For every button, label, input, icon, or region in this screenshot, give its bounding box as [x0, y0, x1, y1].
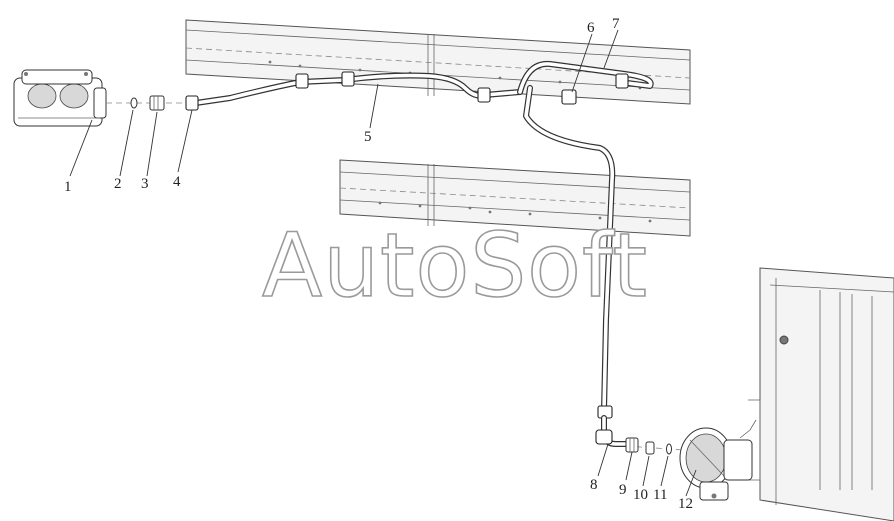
pipe-nut	[341, 71, 355, 87]
part-12-air-tank-valve	[679, 419, 757, 501]
watermark-text: AutoSoft	[262, 214, 648, 317]
callout-9: 9	[619, 482, 627, 498]
callout-2: 2	[114, 176, 122, 192]
part-1-valve-assembly	[13, 69, 107, 127]
part-4-nut	[185, 95, 199, 111]
leader-lines	[69, 29, 697, 497]
side-frame-panel	[748, 267, 894, 521]
part-9-connector	[625, 437, 639, 453]
pipe-nut	[295, 73, 309, 89]
pipe-fittings	[185, 71, 629, 419]
part-6-connector	[561, 89, 577, 105]
pipe-nut	[615, 73, 629, 89]
part-5-pipe-upper	[193, 72, 523, 106]
part-10-washer	[645, 441, 655, 455]
callout-12: 12	[678, 496, 693, 512]
callout-4: 4	[173, 174, 181, 190]
callout-8: 8	[590, 477, 598, 493]
part-11-o-ring	[666, 443, 672, 455]
callout-3: 3	[141, 176, 149, 192]
callout-10: 10	[633, 487, 648, 503]
part-3-connector	[149, 95, 165, 111]
pipe-nut	[477, 87, 491, 103]
callout-1: 1	[64, 179, 72, 195]
part-8-elbow	[595, 415, 629, 447]
callout-5: 5	[364, 129, 372, 145]
callout-7: 7	[612, 16, 620, 32]
callout-6: 6	[587, 20, 595, 36]
callout-labels: 1 2 3 4 5 6 7 8 9 10 11 12	[64, 16, 693, 512]
part-2-o-ring	[130, 97, 138, 109]
middle-frame-rail	[339, 159, 691, 237]
callout-11: 11	[653, 487, 667, 503]
upper-frame-rail	[185, 19, 691, 105]
